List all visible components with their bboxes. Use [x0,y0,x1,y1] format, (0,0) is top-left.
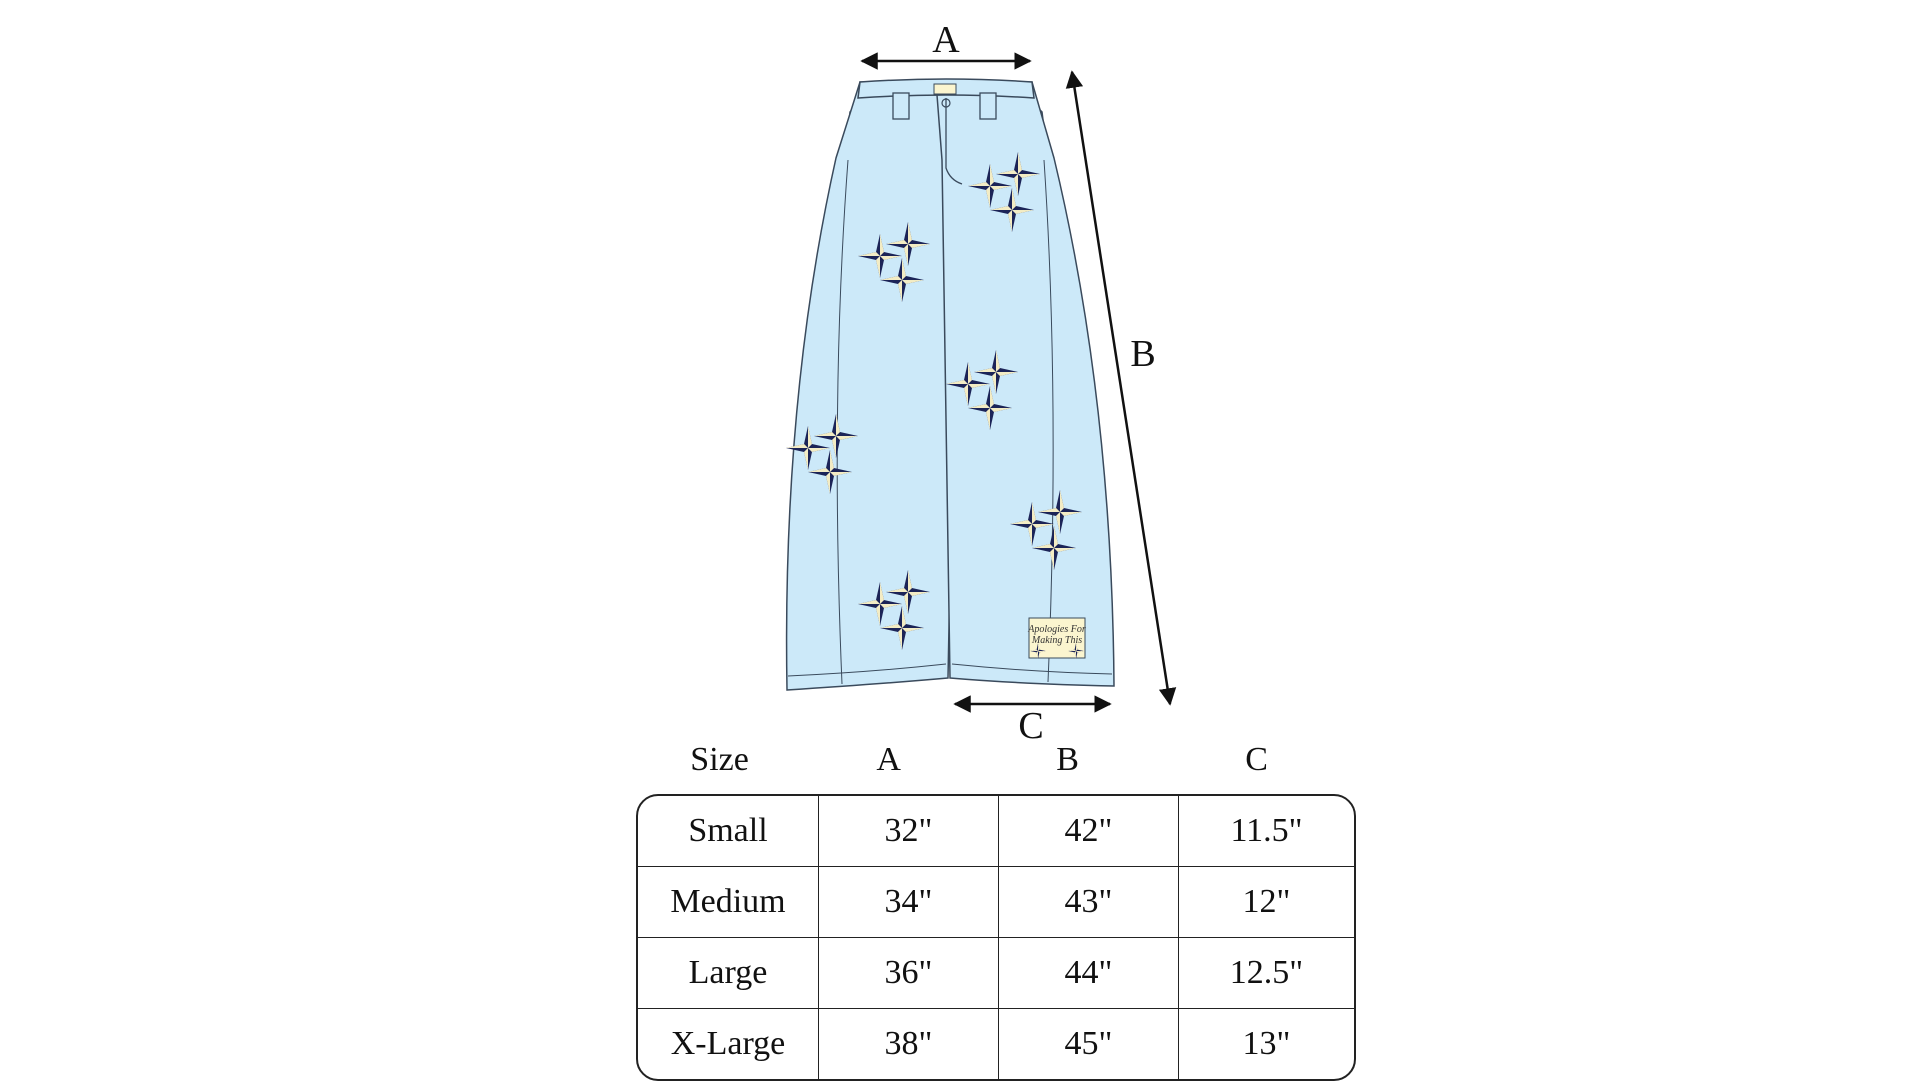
size-cell: Small [688,812,768,849]
svg-text:Making This: Making This [1031,635,1082,646]
header-a: A [876,741,901,778]
c-cell: 11.5" [1178,796,1354,866]
size-table: Small 32" 42" 11.5" Medium 34" 43" 12" L… [636,794,1356,1081]
dimension-a: A [860,19,1032,70]
header-b: B [1056,741,1079,778]
size-cell: Large [688,954,768,991]
table-row: Large 36" 44" 12.5" [638,937,1354,1008]
a-cell: 38" [818,1009,998,1079]
c-cell: 12" [1178,867,1354,937]
brand-patch: Apologies For Making This [1027,617,1086,659]
dimension-c: C [953,695,1112,740]
b-cell: 42" [998,796,1178,866]
size-cell: Medium [670,883,786,920]
table-row: X-Large 38" 45" 13" [638,1008,1354,1079]
pants-diagram: A B C [785,19,1177,740]
a-cell: 34" [818,867,998,937]
header-c: C [1245,741,1268,778]
table-row: Medium 34" 43" 12" [638,866,1354,937]
dimension-c-label: C [1018,705,1043,740]
a-cell: 32" [818,796,998,866]
dimension-b-label: B [1130,333,1155,375]
b-cell: 43" [998,867,1178,937]
c-cell: 12.5" [1178,938,1354,1008]
size-cell: X-Large [670,1025,786,1062]
c-cell: 13" [1178,1009,1354,1079]
pants-illustration: Apologies For Making This [785,78,1115,691]
size-chart: Size A B C Small 32" 42" 11.5" Medium 34… [636,732,1356,1081]
a-cell: 36" [818,938,998,1008]
b-cell: 45" [998,1009,1178,1079]
dimension-a-label: A [932,19,960,61]
svg-text:Apologies For: Apologies For [1027,624,1086,635]
table-row: Small 32" 42" 11.5" [638,796,1354,866]
header-size: Size [690,741,749,778]
b-cell: 44" [998,938,1178,1008]
dimension-b: B [1065,70,1177,706]
size-chart-header: Size A B C [636,732,1356,788]
